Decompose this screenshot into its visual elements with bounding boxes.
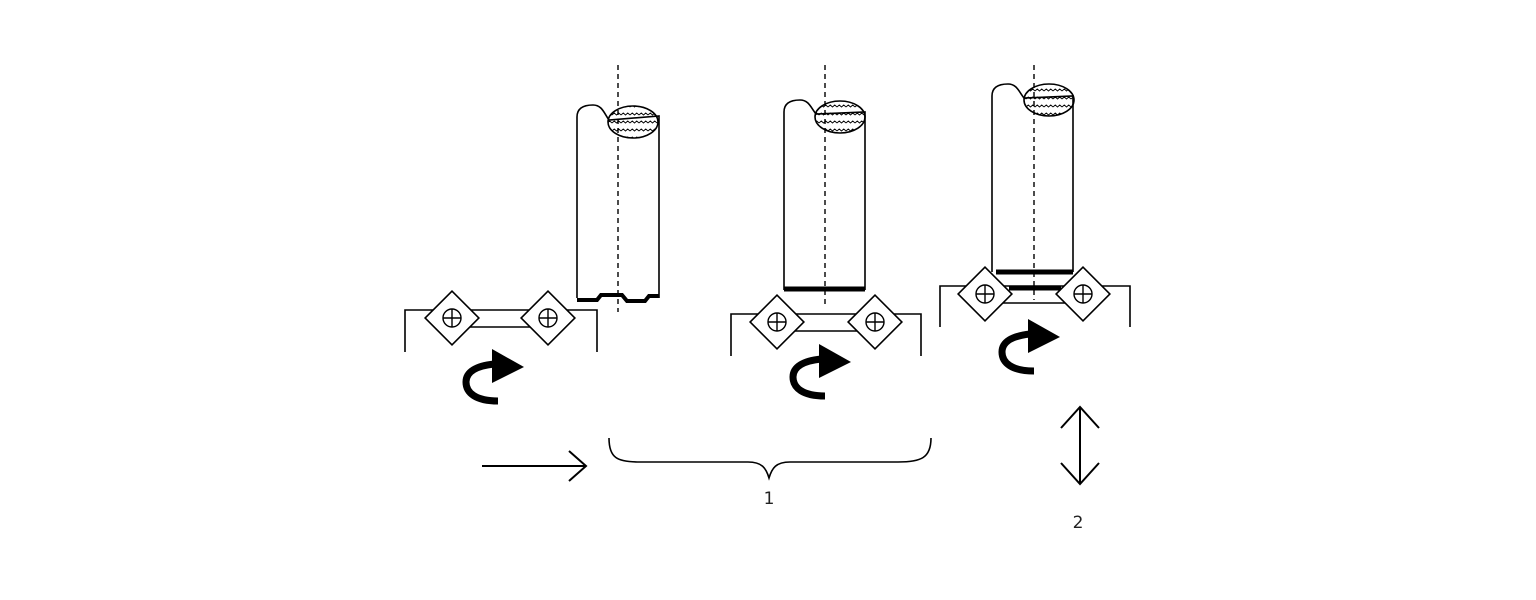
crosshair-insert-icon xyxy=(424,290,480,346)
crosshair-insert-icon xyxy=(957,266,1013,322)
double-headed-vertical-arrow-icon xyxy=(1060,405,1100,486)
right-arrow-icon xyxy=(482,450,588,482)
insert-holder-stage-a xyxy=(404,290,598,352)
stage-1-label: 1 xyxy=(764,489,775,509)
insert-holder-stage-b xyxy=(730,294,922,356)
rotation-arrow-icon xyxy=(466,349,524,401)
rotation-arrow-icon xyxy=(1002,319,1060,371)
double-cut-lines xyxy=(996,269,1073,291)
curly-brace-icon xyxy=(608,437,932,481)
rough-notched-end xyxy=(577,293,659,303)
stage-2-label: 2 xyxy=(1073,513,1084,533)
rotation-arrow-icon xyxy=(793,344,851,396)
crosshair-insert-icon xyxy=(1055,266,1111,322)
tool-rod-stage-c xyxy=(991,83,1075,272)
crosshair-insert-icon xyxy=(749,294,805,350)
crosshair-insert-icon xyxy=(520,290,576,346)
crosshair-insert-icon xyxy=(847,294,903,350)
insert-holder-stage-c xyxy=(939,266,1131,327)
